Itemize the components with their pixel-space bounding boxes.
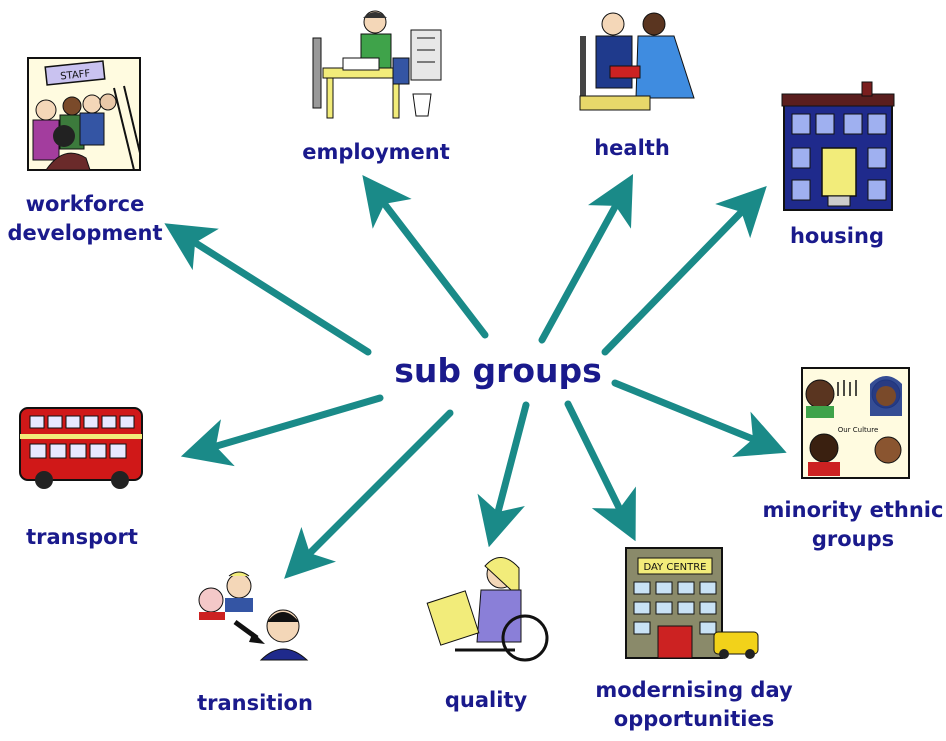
label-modernising-day-opportunities: modernising day opportunities (585, 676, 803, 735)
arrow-health (538, 173, 634, 344)
staff-sign-text: STAFF (60, 68, 91, 82)
label-workforce-line-2: development (7, 221, 163, 246)
label-quality: quality (444, 688, 528, 712)
label-housing: housing (789, 224, 884, 248)
workforce-icon: STAFF (27, 57, 141, 171)
day-centre-sign-text: DAY CENTRE (643, 562, 706, 573)
label-health: health (594, 136, 670, 160)
arrow-transport (180, 394, 384, 467)
arrow-quality (477, 401, 530, 548)
arrow-housing (601, 185, 767, 356)
arrow-workforce (164, 223, 372, 356)
label-day-line-1: modernising day (595, 678, 793, 702)
label-minority-line-2: groups (811, 527, 895, 552)
arrow-transition (284, 409, 454, 579)
label-transport: transport (26, 525, 138, 549)
label-transition: transition (197, 691, 313, 715)
bus-icon (19, 407, 143, 489)
label-employment: employment (302, 140, 450, 164)
arrow-day (564, 400, 636, 542)
label-day-line-2: opportunities (613, 707, 775, 732)
diverse-faces-icon: Our Culture (801, 367, 910, 479)
arrow-minority (611, 379, 787, 457)
arrows (164, 173, 787, 579)
children-to-adult-icon (198, 571, 309, 661)
center-label: sub groups (394, 351, 602, 390)
wheelchair-user-icon (426, 557, 549, 662)
label-minority-ethnic-groups: minority ethnic groups (760, 496, 946, 555)
minority-caption-text: Our Culture (838, 426, 879, 434)
label-minority-line-1: minority ethnic (762, 498, 944, 522)
doctor-patient-icon (579, 12, 695, 111)
arrow-employment (362, 175, 489, 339)
house-icon (781, 81, 895, 211)
label-workforce-line-1: workforce (25, 192, 145, 216)
office-desk-icon (312, 10, 442, 119)
day-centre-icon: DAY CENTRE (625, 547, 759, 659)
label-workforce-development: workforce development (5, 190, 165, 249)
